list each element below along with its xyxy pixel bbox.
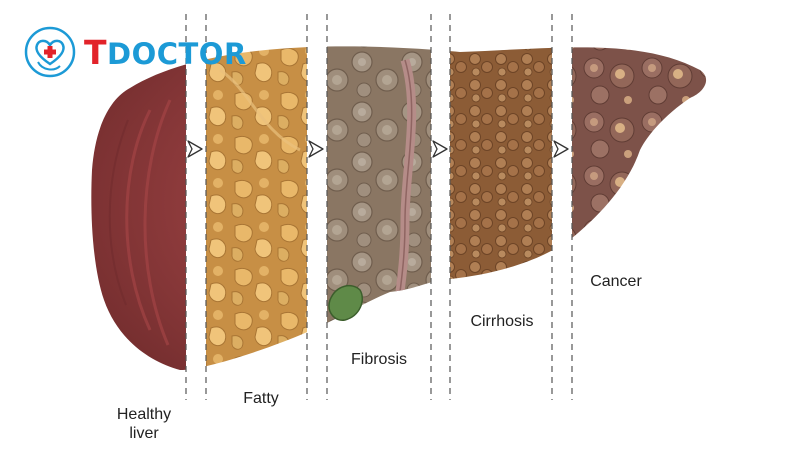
label-cirrhosis: Cirrhosis <box>470 313 534 330</box>
label-cancer: Cancer <box>590 273 642 290</box>
arrow-right-icon <box>308 140 324 158</box>
arrow-right-icon <box>187 140 203 158</box>
arrow-right-icon <box>553 140 569 158</box>
logo-name: DOCTOR <box>107 36 247 71</box>
label-fatty: Fatty <box>243 390 279 407</box>
logo-initial: T <box>84 32 108 72</box>
label-healthy-liver: Healthy liver <box>116 406 172 442</box>
arrow-right-icon <box>432 140 448 158</box>
label-fibrosis: Fibrosis <box>350 351 407 368</box>
stage-dividers <box>185 14 573 400</box>
heart-stethoscope-icon <box>24 26 76 78</box>
